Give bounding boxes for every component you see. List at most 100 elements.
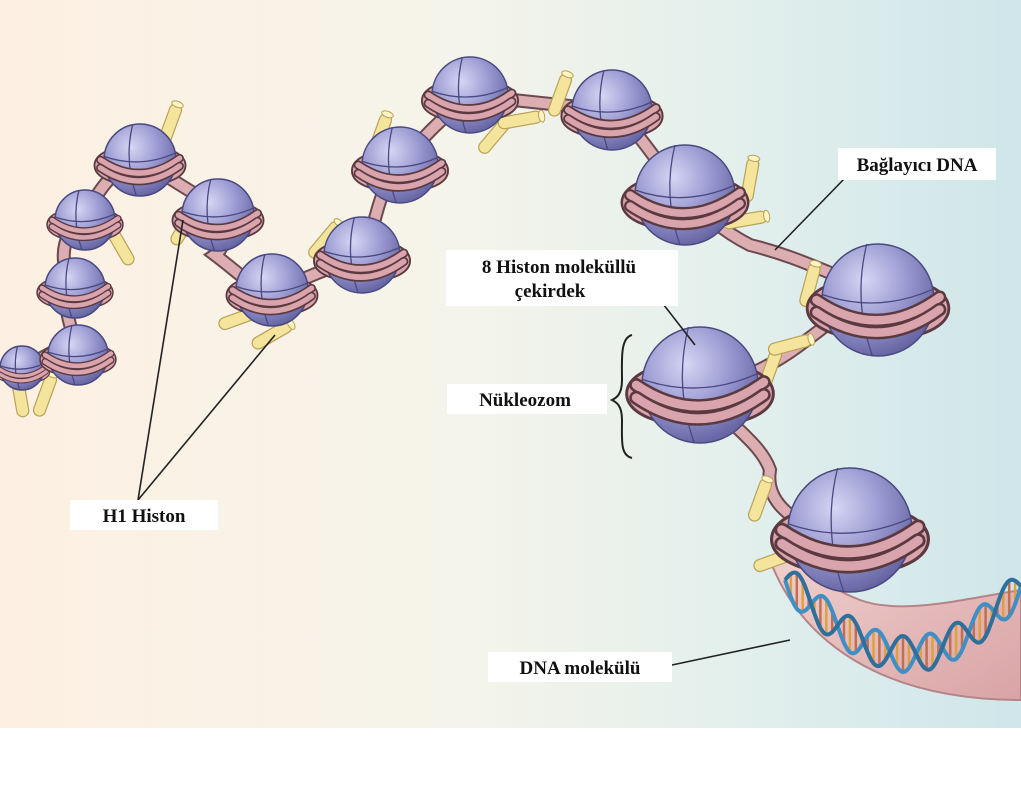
- dna-wrap-front: [317, 258, 407, 280]
- dna-wrap-front: [812, 293, 944, 325]
- dna-wrap-front: [49, 216, 121, 234]
- dna-wrap-front: [565, 113, 659, 137]
- core-segment-line: [634, 184, 736, 199]
- dna-wrap-front: [626, 199, 744, 228]
- label-box: [70, 500, 218, 530]
- dna-wrap-front: [626, 188, 744, 217]
- h1-rod-cap: [761, 475, 774, 484]
- nucleosome: [350, 126, 450, 204]
- h1-rod-cap: [807, 332, 816, 346]
- core-segment-line: [349, 216, 359, 294]
- h1-histone-rod: [747, 475, 774, 522]
- dna-wrap-front: [777, 535, 923, 571]
- dna-wrap-front: [175, 210, 261, 231]
- core-segment-line: [65, 257, 73, 319]
- dna-wrap-front: [97, 163, 183, 184]
- nucleosome: [36, 257, 114, 319]
- dna-wrap-front: [631, 377, 769, 411]
- dna-wrap-front: [777, 522, 923, 558]
- label-dna: DNA molekülü: [488, 652, 672, 682]
- core-segment-line: [387, 126, 397, 204]
- dna-wrap-front: [565, 105, 659, 128]
- dna-wrap-front: [229, 285, 315, 306]
- nucleosome: [770, 467, 930, 593]
- nucleosome: [225, 253, 319, 327]
- dna-wrap-front: [631, 390, 769, 424]
- dna-wrap-front: [42, 357, 114, 375]
- pointer-lines: [137, 177, 846, 666]
- nucleosome: [620, 144, 750, 246]
- label-box: [447, 384, 607, 414]
- nucleosome: [93, 123, 187, 197]
- core-segment-line: [103, 152, 177, 163]
- nucleosome: [171, 178, 265, 252]
- dna-wrap-front: [97, 155, 183, 176]
- h1-rod-cap: [381, 110, 394, 119]
- h1-histone-rod: [799, 259, 823, 308]
- label-box: [488, 652, 672, 682]
- core-segment-line: [821, 288, 935, 304]
- dna-wrap-front: [49, 222, 121, 240]
- h1-rod-cap: [747, 154, 761, 162]
- linker-dna-label: Bağlayıcı DNA: [857, 155, 978, 176]
- core-segment-line: [54, 213, 116, 223]
- core-label-line-1: 8 Histon moleküllü: [482, 257, 637, 278]
- nucleosome: [312, 216, 412, 294]
- helix-strand-2: [783, 570, 1021, 672]
- core-segment-line: [431, 86, 509, 98]
- nucleosome-bracket: [609, 334, 633, 459]
- linker-pointer-line: [774, 177, 846, 251]
- h1-rod-cap: [763, 209, 771, 223]
- label-h1: H1 Histon: [70, 500, 218, 530]
- nucleosome: [560, 69, 664, 151]
- h1-pointer-line-2: [137, 334, 276, 501]
- core-segment-line: [641, 372, 759, 389]
- dna-wrap-front: [39, 284, 111, 302]
- core-segment-line: [235, 282, 309, 293]
- h1-pointer-line-1: [137, 219, 184, 501]
- label-nucleosome: Nükleozom: [447, 384, 607, 414]
- dna-double-helix: [783, 570, 1021, 675]
- dna-pointer-line: [671, 639, 791, 666]
- label-core: 8 Histon moleküllü çekirdek: [446, 250, 678, 306]
- core-segment-line: [599, 69, 609, 151]
- dna-wrap-front: [355, 168, 445, 190]
- h1-histone-rod: [767, 332, 816, 356]
- core-label-line-2: çekirdek: [515, 281, 586, 302]
- dna-wrap-front: [229, 293, 315, 314]
- core-pointer-line: [659, 299, 696, 346]
- h1-histone-label: H1 Histon: [103, 506, 186, 527]
- h1-rod-cap: [561, 70, 574, 79]
- h1-rod-cap: [538, 109, 546, 123]
- core-segment-line: [457, 56, 467, 134]
- h1-histone-rod: [497, 109, 546, 130]
- nucleosome: [39, 324, 117, 386]
- nucleosome: [0, 345, 51, 391]
- dna-wrap-front: [39, 290, 111, 308]
- core-segment-line: [681, 326, 695, 444]
- helix-strand-1: [783, 579, 1021, 675]
- dna-wrap-front: [425, 98, 515, 120]
- label-box: [838, 148, 996, 180]
- dna-wrap-front: [425, 90, 515, 112]
- core-segment-line: [75, 189, 83, 251]
- nucleosome-group: [0, 56, 951, 593]
- label-box: [446, 250, 678, 306]
- dna-wrap-front: [42, 351, 114, 369]
- dna-wrap-front: [317, 250, 407, 272]
- core-segment-line: [787, 517, 913, 534]
- nucleosome: [625, 326, 775, 444]
- dna-wrap-front: [812, 305, 944, 337]
- bottom-margin: [0, 728, 1021, 799]
- core-segment-line: [206, 178, 216, 252]
- h1-rod-cap: [809, 259, 823, 268]
- core-segment-line: [323, 246, 401, 258]
- nucleosome: [46, 189, 124, 251]
- core-segment-line: [47, 348, 109, 358]
- nucleosome: [420, 56, 520, 134]
- core-segment-line: [830, 467, 845, 593]
- label-bagleyici: Bağlayıcı DNA: [838, 148, 996, 180]
- dna-molecule-label: DNA molekülü: [520, 658, 641, 679]
